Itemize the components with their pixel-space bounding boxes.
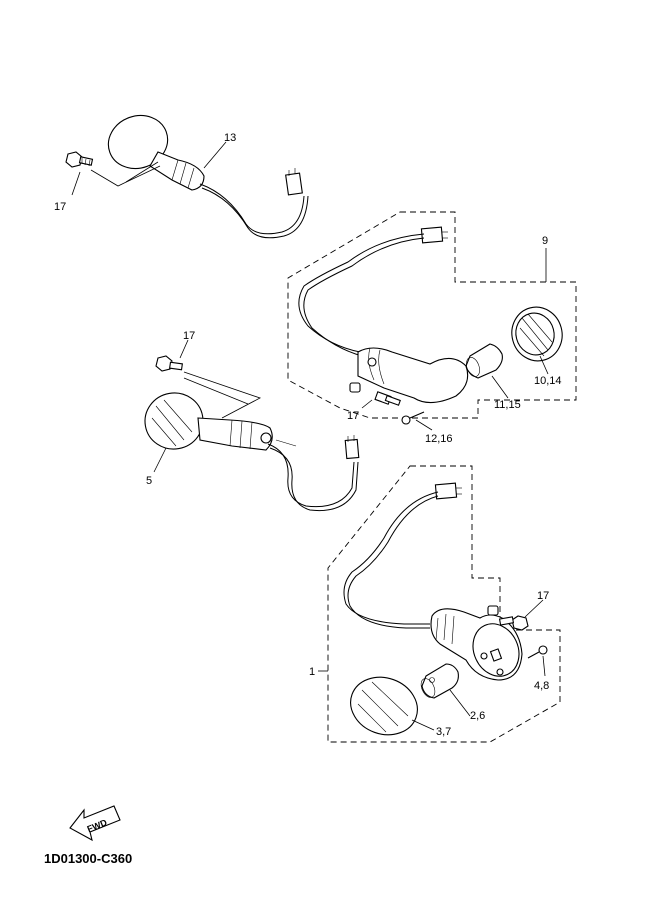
callout-9: 9 bbox=[542, 235, 548, 247]
callout-17: 17 bbox=[537, 590, 549, 602]
callout-4-8: 4,8 bbox=[534, 680, 549, 692]
lens-3-7 bbox=[350, 676, 418, 736]
callout-17: 17 bbox=[347, 410, 359, 422]
callout-12-16: 12,16 bbox=[425, 433, 453, 445]
bolt-17-mid bbox=[374, 391, 401, 406]
screw-12-16 bbox=[401, 411, 425, 425]
group-outline-9 bbox=[287, 211, 577, 419]
callout-10-14: 10,14 bbox=[534, 375, 562, 387]
callout-17: 17 bbox=[54, 201, 66, 213]
flasher-5 bbox=[144, 392, 360, 512]
bolt-17-bottom bbox=[498, 615, 529, 631]
flasher-9 bbox=[298, 226, 469, 404]
screw-4-8 bbox=[527, 645, 548, 659]
callout-13: 13 bbox=[224, 132, 236, 144]
group-outline-1 bbox=[327, 465, 561, 743]
callout-2-6: 2,6 bbox=[470, 710, 485, 722]
callout-1: 1 bbox=[309, 666, 315, 678]
callout-3-7: 3,7 bbox=[436, 726, 451, 738]
diagram-code: 1D01300-C360 bbox=[44, 851, 132, 866]
bulb-2-6 bbox=[420, 663, 459, 699]
flasher-1 bbox=[343, 482, 523, 681]
lens-10-14 bbox=[511, 306, 563, 362]
bulb-11-15 bbox=[465, 343, 503, 379]
flasher-13 bbox=[107, 114, 309, 239]
fwd-arrow-icon: FWD bbox=[69, 805, 121, 842]
bolt-17-left bbox=[155, 355, 183, 372]
callout-11-15: 11,15 bbox=[494, 399, 521, 411]
callout-5: 5 bbox=[146, 475, 152, 487]
callout-17: 17 bbox=[183, 330, 195, 342]
bolt-17-top bbox=[65, 151, 94, 168]
